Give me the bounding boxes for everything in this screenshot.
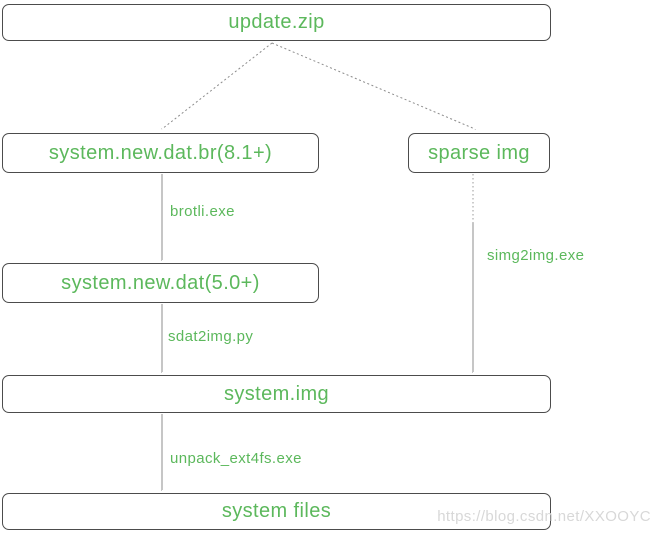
node-system-new-dat: system.new.dat(5.0+) — [2, 263, 319, 303]
connector-update-to-br — [162, 42, 273, 129]
edge-label-brotli-exe: brotli.exe — [170, 203, 235, 220]
node-system-new-dat-br-label: system.new.dat.br(8.1+) — [48, 141, 273, 164]
node-system-new-dat-br: system.new.dat.br(8.1+) — [2, 133, 319, 173]
edge-label-sdat2img-py: sdat2img.py — [168, 328, 254, 345]
node-update-zip-label: update.zip — [228, 11, 325, 33]
edge-label-simg2img-exe: simg2img.exe — [487, 247, 585, 264]
node-system-img-label: system.img — [223, 382, 330, 405]
connector-update-to-sparse — [271, 42, 475, 129]
node-sparse-img-label: sparse img — [428, 141, 530, 164]
node-system-img: system.img — [2, 375, 551, 413]
node-update-zip: update.zip — [2, 4, 551, 41]
node-system-files-label: system files — [221, 500, 332, 522]
edge-label-unpack-ext4fs-exe: unpack_ext4fs.exe — [170, 450, 302, 467]
node-sparse-img: sparse img — [408, 133, 550, 173]
node-system-files: system files — [2, 493, 551, 530]
node-system-new-dat-label: system.new.dat(5.0+) — [61, 271, 260, 294]
watermark-text: https://blog.csdn.net/XXOOYC — [437, 508, 651, 525]
